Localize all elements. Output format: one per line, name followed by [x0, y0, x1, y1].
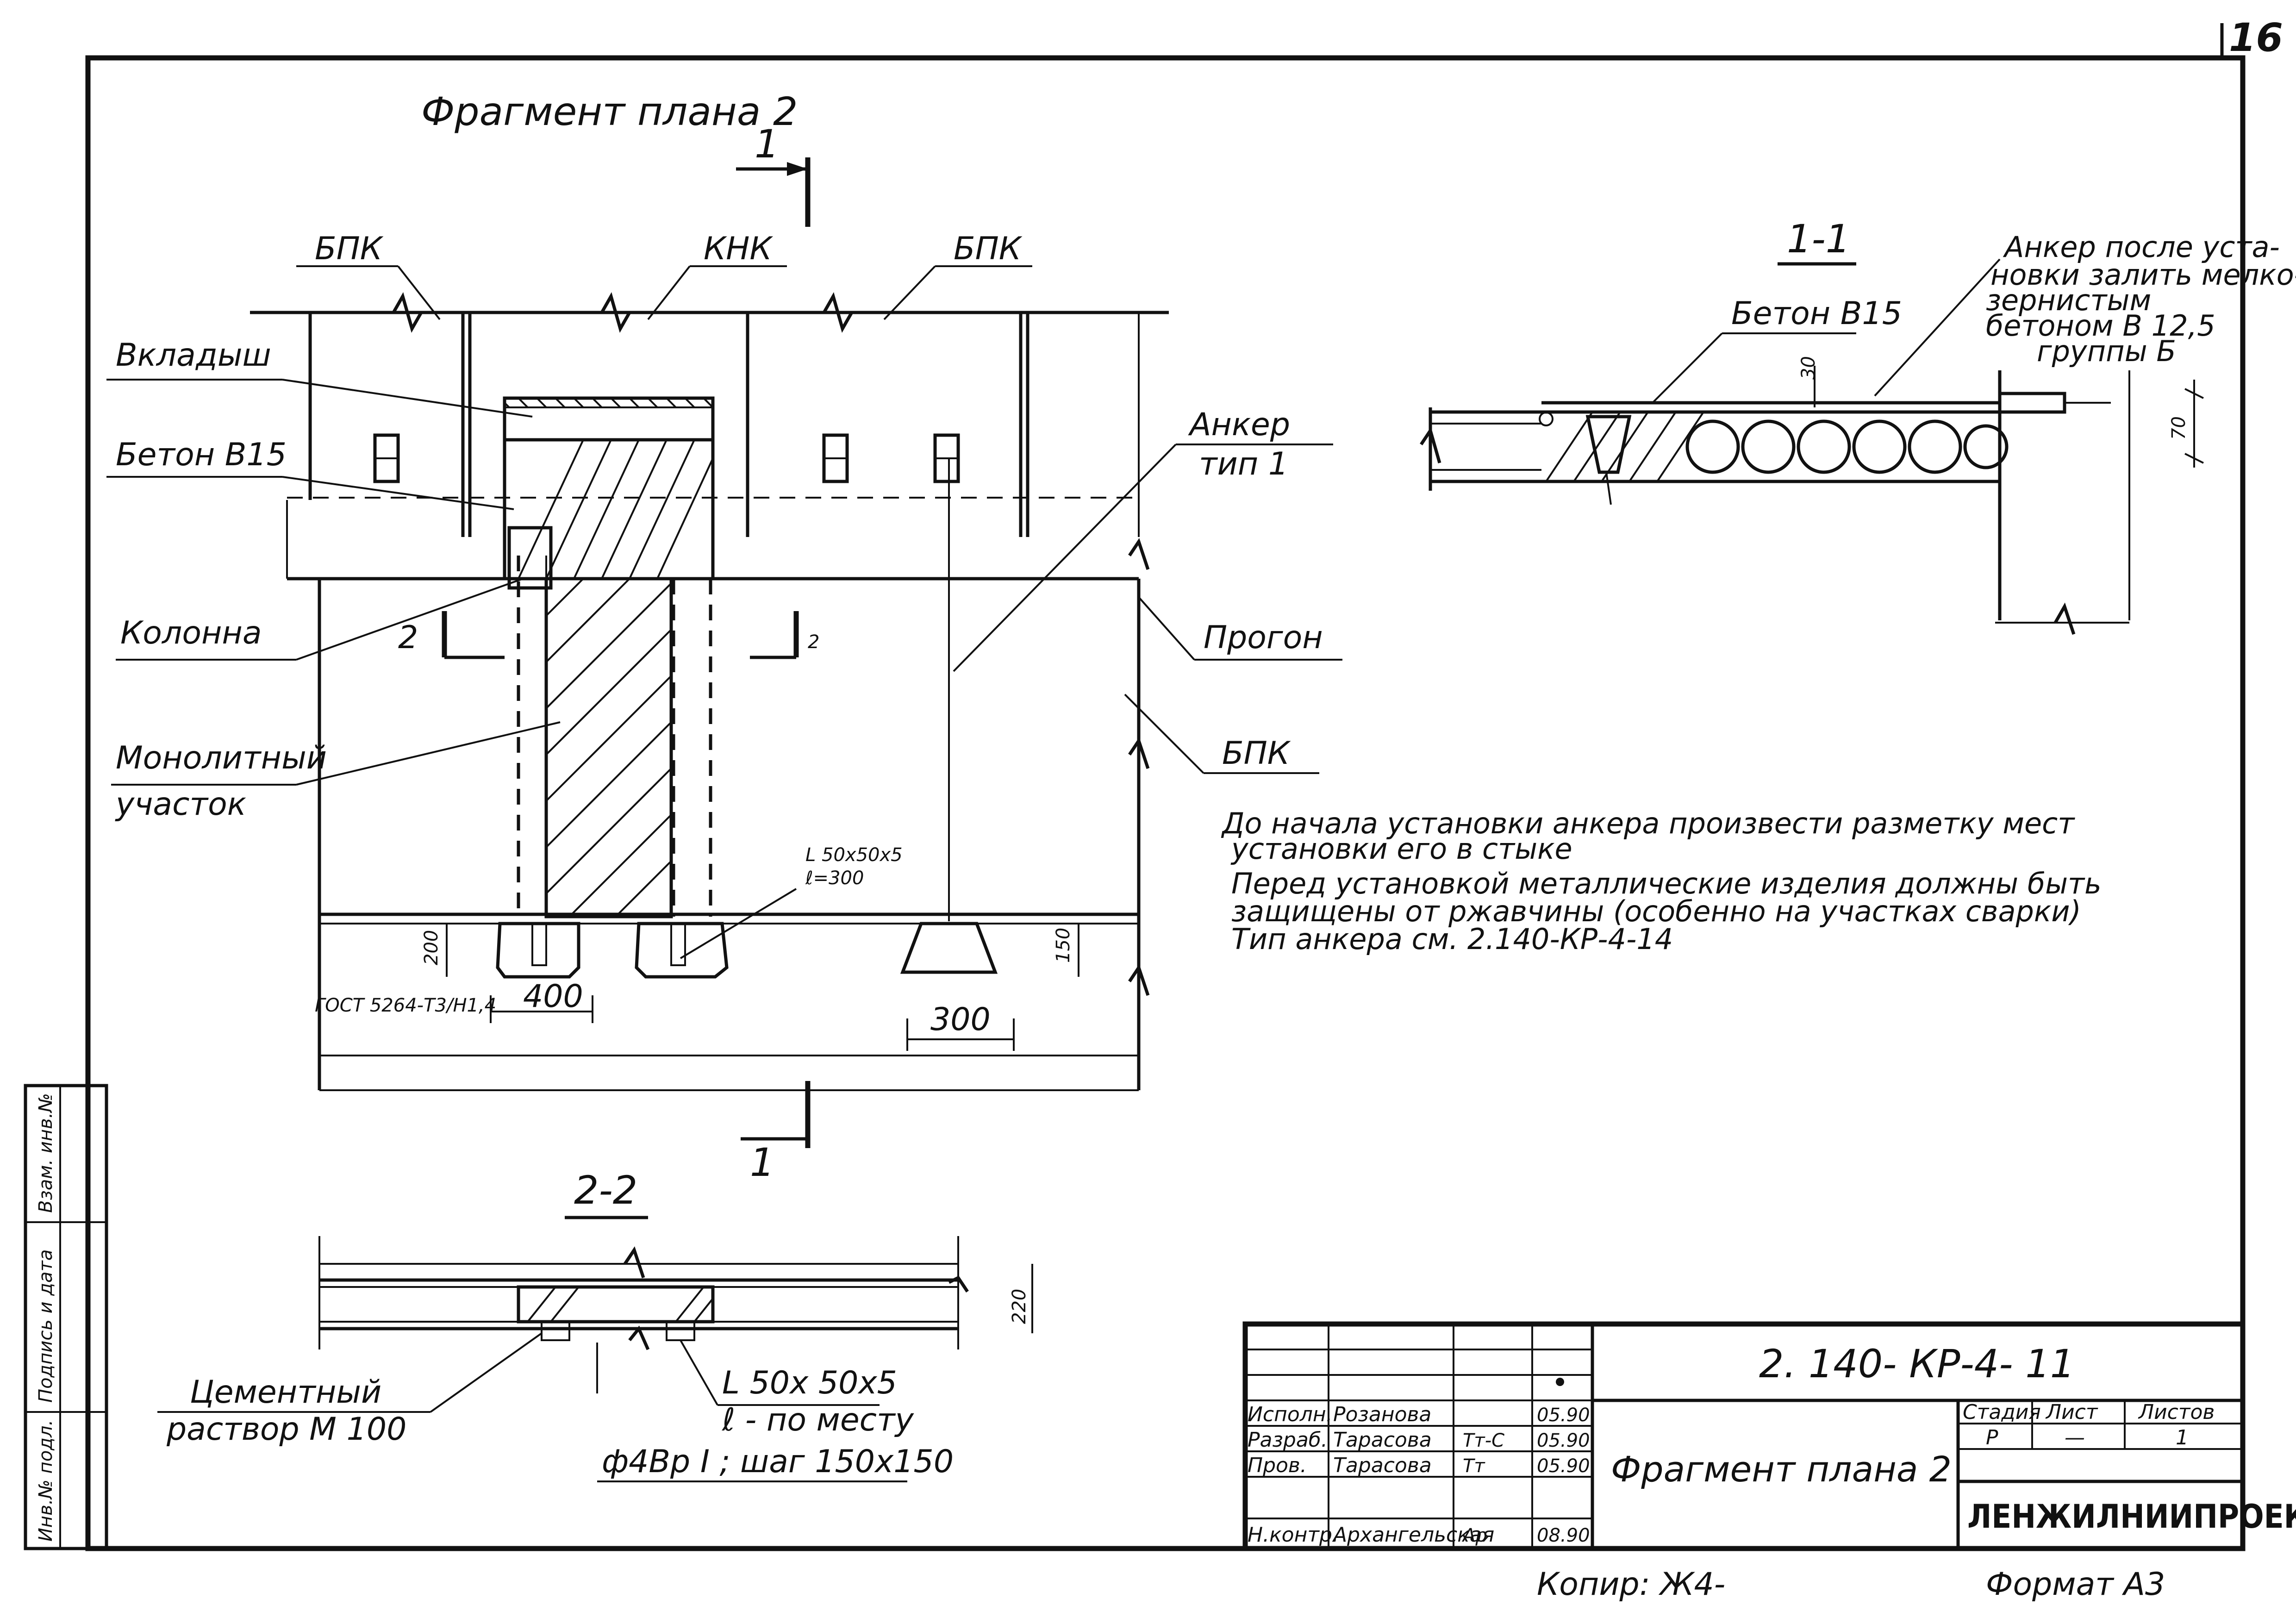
- sheet-title: Фрагмент плана 2: [1611, 1449, 1952, 1490]
- notes-4-text: Тип анкера см. 2.140-КР-4-14: [1231, 922, 1673, 956]
- title-block-rows-1-date-text: 05.90: [1537, 1430, 1590, 1451]
- section-2-2-angle-1-text: L 50x 50x5: [722, 1365, 897, 1401]
- plan-title: Фрагмент плана 2: [421, 89, 798, 134]
- plan-labels-anker-2-text: тип 1: [1199, 446, 1288, 482]
- notes-1-text: установки его в стыке: [1230, 832, 1572, 866]
- title-block-sheets-header-text: Листов: [2138, 1400, 2215, 1424]
- title-block-stage-text: Р: [1986, 1426, 1998, 1449]
- text-text: 2: [808, 631, 819, 653]
- plan-labels-bpk-top-right-text: БПК: [954, 231, 1023, 267]
- title-block-rows-1-sign-text: Тт-С: [1463, 1430, 1504, 1451]
- title-block-stage-header-text: Стадия: [1963, 1400, 2041, 1424]
- section-2-2-angle-2-text: ℓ - по месту: [722, 1402, 914, 1438]
- title-block-rows-2-name-text: Тарасова: [1333, 1454, 1432, 1477]
- plan-labels-dim-400-text: 400: [523, 978, 583, 1015]
- plan-labels-vkladysh-text: Вкладыш: [116, 337, 271, 374]
- plan-labels-angle-1-text: L 50x50x5: [805, 844, 903, 866]
- organization: ЛЕНЖИЛНИИПРОЕКТ: [1967, 1498, 2296, 1536]
- title-block-rows-0-role-text: Исполн.: [1248, 1403, 1333, 1426]
- title-block-rows-3-sign-text: Ар: [1461, 1525, 1487, 1546]
- section-1-1-anchor-note-2-text: зернистым: [1986, 283, 2151, 317]
- side-stamp: Инв.№ подл. Подпись и дата Взам. инв.№: [24, 1084, 108, 1550]
- plan-labels-anker-1-text: Анкер: [1188, 406, 1290, 443]
- plan-labels-gost-text: ГОСТ 5264-Т3/Н1,4: [315, 995, 496, 1016]
- title-block-rows-1-role-text: Разраб.: [1248, 1428, 1328, 1452]
- plan-labels-beton-text: Бетон В15: [116, 437, 287, 473]
- plan-labels-angle-2-text: ℓ=300: [805, 868, 864, 889]
- format-label: Формат А3: [1986, 1566, 2165, 1603]
- title-block-sheets-text: 1: [2176, 1426, 2189, 1449]
- section-2-2-mesh-text: ф4Вр I ; шаг 150x150: [602, 1443, 954, 1480]
- section-1-1-anchor-note-4-text: группы Б: [2037, 334, 2176, 368]
- section-1-1-anchor-note-1-text: новки залить мелко-: [1990, 258, 2296, 292]
- notes-3-text: защищены от ржавчины (особенно на участк…: [1231, 894, 2081, 928]
- section-1-1: 1-1 Бетон В15 Анкер после уста- новки за…: [1420, 216, 2296, 635]
- notes-2-text: Перед установкой металлические изделия д…: [1231, 867, 2102, 900]
- section-2-2-cement-2-text: раствор М 100: [166, 1411, 406, 1448]
- plan-labels-dim-200-text: 200: [421, 930, 442, 965]
- section-2-2-cement-1-text: Цементный: [190, 1374, 381, 1411]
- notes-0-text: До начала установки анкера произвести ра…: [1221, 806, 2075, 840]
- plan-labels-dim-300-text: 300: [930, 1001, 991, 1038]
- plan-section-mark-text: 1: [750, 1140, 774, 1185]
- title-block-sheet-header-text: Лист: [2045, 1400, 2098, 1424]
- plan-labels-progon-text: Прогон: [1204, 619, 1323, 656]
- title-block-rows-0-name-text: Розанова: [1333, 1403, 1431, 1426]
- section-2-2: 2-2 220 Цементный раствор М 100 L 50x 50…: [157, 1168, 1033, 1482]
- plan-labels-bpk-left-text: БПК: [315, 231, 384, 267]
- title-block-rows-2-role-text: Пров.: [1248, 1454, 1307, 1477]
- section-1-1-beton-text: Бетон В15: [1731, 295, 1902, 332]
- side-stamp-1-text: Подпись и дата: [35, 1249, 56, 1403]
- section-2-2-dim-220-text: 220: [1009, 1289, 1030, 1324]
- title-block-rows-3-date-text: 08.90: [1537, 1525, 1590, 1546]
- section-1-1-dim-70-text: 70: [2168, 416, 2190, 440]
- title-block: 2. 140- КР-4- 11 Стадия Лист Листов Р — …: [1242, 1321, 2296, 1551]
- title-block-rows-3-name-text: Архангельская: [1332, 1523, 1494, 1547]
- plan-labels-bpk-right-text: БПК: [1222, 735, 1291, 772]
- section-1-1-anchor-note-0-text: Анкер после уста-: [2003, 230, 2280, 264]
- plan-labels-knk-text: КНК: [704, 231, 773, 267]
- sheet-number: 16: [2229, 15, 2283, 60]
- notes: До начала установки анкера произвести ра…: [1221, 806, 2102, 956]
- drawing-code: 2. 140- КР-4- 11: [1759, 1341, 2075, 1387]
- side-stamp-0-text: Инв.№ подл.: [35, 1420, 56, 1542]
- plan-labels-dim-150-text: 150: [1053, 928, 1074, 963]
- title-block-rows-2-sign-text: Тт: [1463, 1455, 1485, 1477]
- title-block-sheet-text: —: [2065, 1426, 2085, 1449]
- title-block-rows-1-name-text: Тарасова: [1333, 1428, 1432, 1452]
- section-1-1-dim-30-text: 30: [1798, 356, 1819, 380]
- sheet-frame: [85, 55, 2246, 1551]
- title-block-rows-0-date-text: 05.90: [1537, 1405, 1590, 1426]
- title-block-rows-3-role-text: Н.контр.: [1248, 1523, 1339, 1547]
- side-stamp-2-text: Взам. инв.№: [35, 1093, 56, 1213]
- title-block-rows-2-date-text: 05.90: [1537, 1455, 1590, 1477]
- plan-section-mark-text: 1: [755, 121, 779, 167]
- plan-labels-monolith-2-text: участок: [115, 786, 246, 823]
- plan-labels-monolith-1-text: Монолитный: [116, 740, 327, 776]
- plan-labels-kolonna-text: Колонна: [120, 615, 262, 651]
- plan-fragment: Фрагмент плана 2 1 БПК КНК БПК: [106, 89, 1342, 1185]
- section-2-2-title: 2-2: [574, 1168, 637, 1213]
- section-1-1-title: 1-1: [1787, 216, 1850, 262]
- plan-labels-cut2-text: 2: [398, 619, 418, 656]
- section-1-1-anchor-note-3-text: бетоном В 12,5: [1986, 309, 2215, 343]
- copied-by: Копир: Ж4-: [1537, 1566, 1725, 1603]
